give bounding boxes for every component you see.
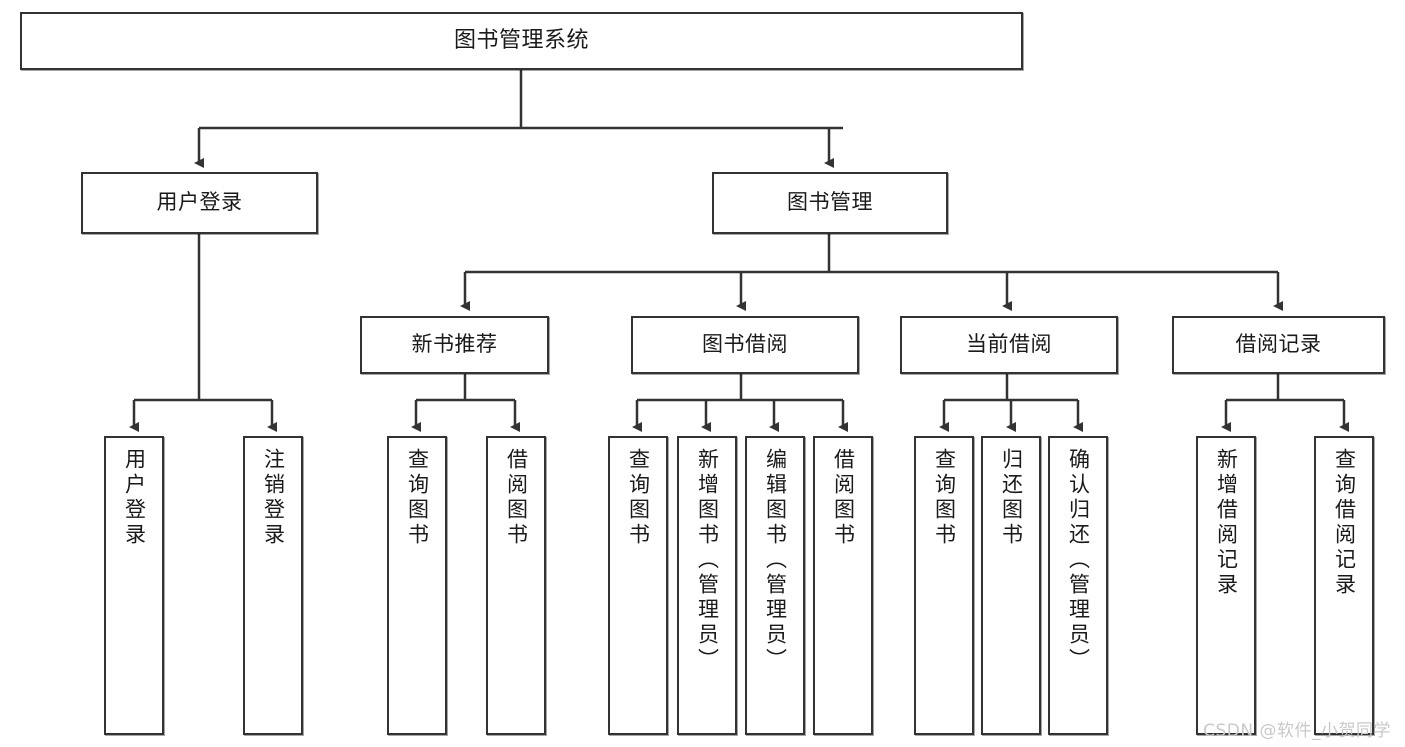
leaf-borrow-borrow-book[interactable]: 借阅图书 (813, 436, 873, 735)
node-current-borrow[interactable]: 当前借阅 (900, 316, 1118, 374)
node-user-login[interactable]: 用户登录 (81, 172, 318, 234)
csdn-watermark: CSDN @软件_小贺同学 (1203, 721, 1391, 741)
node-borrow-records[interactable]: 借阅记录 (1172, 316, 1385, 374)
node-label: 编辑图书（管理员） (763, 448, 788, 673)
node-label: 注销登录 (261, 448, 286, 548)
leaf-borrow-edit-book-admin[interactable]: 编辑图书（管理员） (745, 436, 805, 735)
node-label: 新增借阅记录 (1214, 448, 1239, 598)
node-new-book-recommend[interactable]: 新书推荐 (360, 316, 549, 374)
node-label: 查询图书 (932, 448, 957, 548)
node-label: 用户登录 (122, 448, 147, 548)
leaf-current-query-book[interactable]: 查询图书 (914, 436, 974, 735)
node-label: 新书推荐 (411, 332, 498, 357)
leaf-records-add-record[interactable]: 新增借阅记录 (1196, 436, 1256, 735)
leaf-records-query-record[interactable]: 查询借阅记录 (1314, 436, 1374, 735)
node-label: 新增图书（管理员） (695, 448, 720, 673)
node-label: 借阅图书 (504, 448, 529, 548)
node-label: 查询图书 (405, 448, 430, 548)
node-root-system[interactable]: 图书管理系统 (20, 12, 1023, 70)
node-label: 确认归还（管理员） (1066, 448, 1091, 673)
node-label: 查询借阅记录 (1332, 448, 1357, 598)
node-label: 图书管理 (787, 190, 873, 215)
leaf-recommend-borrow-book[interactable]: 借阅图书 (486, 436, 546, 735)
node-label: 借阅记录 (1235, 332, 1322, 357)
node-label: 查询图书 (626, 448, 651, 548)
leaf-recommend-query-book[interactable]: 查询图书 (387, 436, 447, 735)
leaf-current-confirm-return-admin[interactable]: 确认归还（管理员） (1048, 436, 1108, 735)
leaf-borrow-query-book[interactable]: 查询图书 (608, 436, 668, 735)
leaf-user-login-login[interactable]: 用户登录 (104, 436, 164, 735)
node-label: 借阅图书 (831, 448, 856, 548)
node-label: 用户登录 (156, 190, 243, 215)
node-book-borrow[interactable]: 图书借阅 (631, 316, 859, 374)
leaf-user-login-logout[interactable]: 注销登录 (243, 436, 303, 735)
leaf-borrow-add-book-admin[interactable]: 新增图书（管理员） (677, 436, 737, 735)
node-label: 图书管理系统 (453, 27, 589, 53)
node-book-management[interactable]: 图书管理 (712, 172, 948, 234)
node-label: 归还图书 (999, 448, 1024, 548)
node-label: 图书借阅 (702, 332, 788, 357)
leaf-current-return-book[interactable]: 归还图书 (981, 436, 1041, 735)
node-label: 当前借阅 (966, 332, 1052, 357)
